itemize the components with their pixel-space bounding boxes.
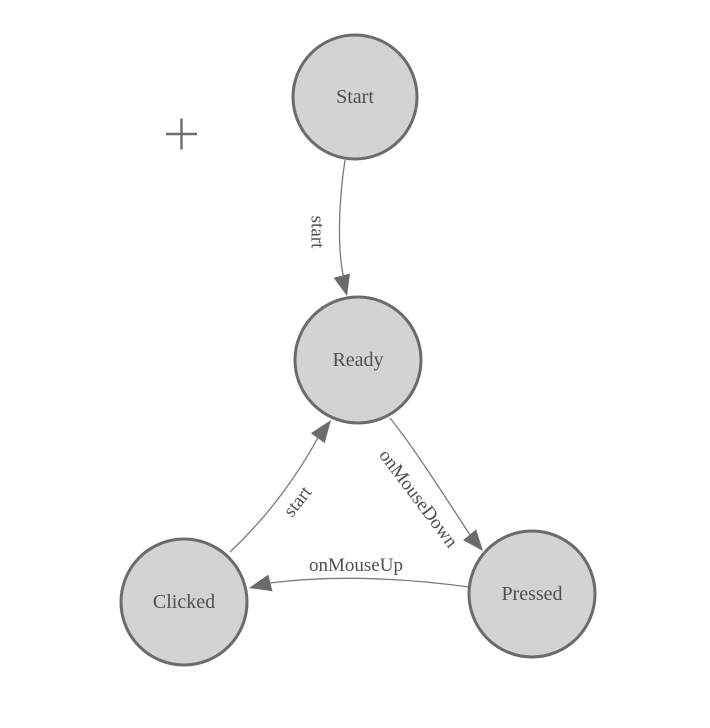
state-circle — [467, 529, 597, 659]
arrowhead-icon — [249, 574, 273, 592]
state-node-start[interactable]: Start — [291, 33, 419, 161]
state-label: Pressed — [501, 583, 562, 605]
state-label: Clicked — [153, 591, 215, 613]
edge-line — [389, 417, 471, 536]
transition-start-to-ready[interactable]: start — [306, 159, 350, 296]
state-label: Ready — [332, 349, 383, 371]
state-circle — [293, 295, 423, 425]
state-circle — [291, 33, 419, 161]
edge-label: start — [280, 482, 317, 521]
state-node-pressed[interactable]: Pressed — [467, 529, 597, 659]
transition-pressed-to-clicked[interactable]: onMouseUp — [249, 555, 470, 592]
crosshair-cursor-icon — [166, 118, 197, 150]
edge-line — [270, 577, 470, 588]
edge-label: start — [306, 216, 327, 249]
state-circle — [119, 537, 249, 667]
state-node-clicked[interactable]: Clicked — [119, 537, 249, 667]
edge-label: onMouseUp — [309, 555, 403, 576]
arrowhead-icon — [333, 273, 350, 296]
transition-clicked-to-ready[interactable]: start — [229, 420, 331, 553]
state-node-ready[interactable]: Ready — [293, 295, 423, 425]
edge-line — [338, 159, 346, 278]
state-label: Start — [336, 86, 374, 108]
transition-ready-to-pressed[interactable]: onMouseDown — [374, 417, 483, 553]
arrowhead-icon — [463, 529, 483, 551]
edge-line — [229, 437, 319, 553]
edge-label: onMouseDown — [374, 446, 462, 553]
arrowhead-icon — [310, 420, 331, 444]
